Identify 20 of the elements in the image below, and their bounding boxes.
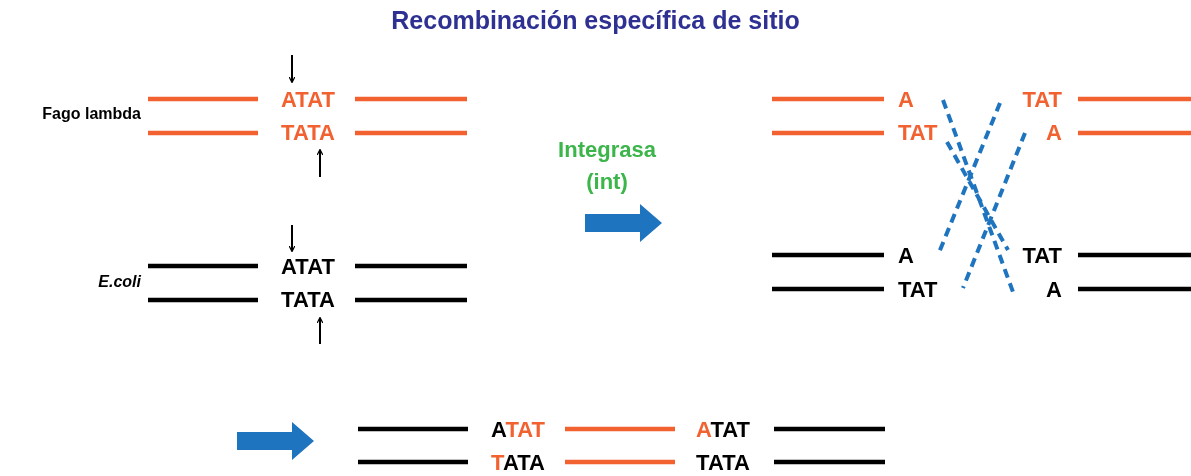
organism-label: Fago lambda	[42, 106, 141, 122]
sequence-label: TAT	[898, 279, 938, 301]
sequence-label: A	[1046, 122, 1062, 144]
sequence-label: TAT	[1022, 89, 1062, 111]
sequence-label: A	[898, 89, 914, 111]
sequence-label: TATA	[281, 122, 335, 144]
sequence-label: ATAT	[696, 419, 750, 441]
enzyme-label: Integrasa (int)	[557, 136, 657, 196]
sequence-label: ATAT	[491, 419, 545, 441]
sequence-label: TAT	[1022, 245, 1062, 267]
sequence-label: TATA	[491, 452, 545, 474]
sequence-label: TATA	[281, 289, 335, 311]
sequence-label: ATAT	[281, 89, 335, 111]
sequence-label: ATAT	[281, 256, 335, 278]
organism-label: E.coli	[98, 274, 141, 290]
sequence-label: TAT	[898, 122, 938, 144]
sequence-label: A	[898, 245, 914, 267]
sequence-label: A	[1046, 279, 1062, 301]
title: Recombinación específica de sitio	[390, 8, 801, 33]
sequence-label: TATA	[696, 452, 750, 474]
